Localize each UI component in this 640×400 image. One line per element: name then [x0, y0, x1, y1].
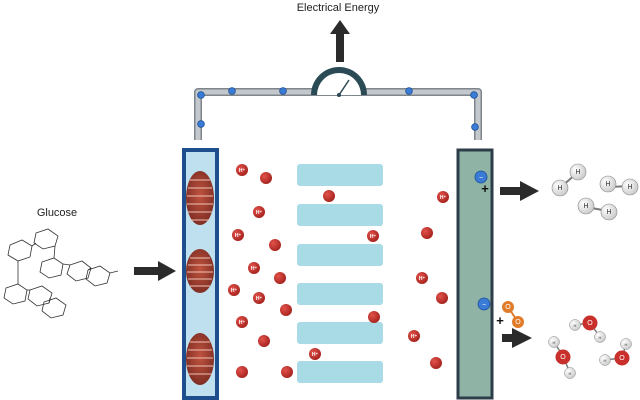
- svg-text:H: H: [569, 371, 572, 376]
- glucose-molecule: [3, 228, 119, 319]
- membrane: [297, 164, 383, 383]
- proton: H⁺: [236, 164, 248, 176]
- svg-text:O: O: [587, 320, 593, 327]
- glucose-input-arrow: [134, 261, 176, 281]
- proton: H⁺: [437, 191, 449, 203]
- svg-text:H: H: [605, 181, 610, 188]
- svg-text:H: H: [599, 335, 602, 340]
- proton: H⁺: [416, 272, 428, 284]
- svg-text:H: H: [604, 358, 607, 363]
- proton: [236, 366, 248, 378]
- svg-text:−: −: [482, 302, 486, 309]
- svg-text:H⁺: H⁺: [235, 233, 242, 239]
- svg-text:H⁺: H⁺: [256, 210, 263, 216]
- svg-text:H⁺: H⁺: [440, 195, 447, 201]
- svg-text:H⁺: H⁺: [239, 320, 246, 326]
- proton: [430, 357, 442, 369]
- proton: H⁺: [248, 262, 260, 274]
- wire-electrons: [197, 87, 479, 131]
- proton: [280, 304, 292, 316]
- svg-text:H⁺: H⁺: [312, 352, 319, 358]
- mitochondrion: [186, 333, 214, 385]
- proton: H⁺: [367, 230, 379, 242]
- svg-text:H: H: [625, 342, 628, 347]
- water-output-arrow: [502, 328, 532, 348]
- proton: [281, 366, 293, 378]
- svg-text:H: H: [553, 340, 556, 345]
- mitochondrion: [186, 249, 214, 293]
- membrane-slab: [297, 322, 383, 344]
- proton: [260, 172, 272, 184]
- electron: [197, 120, 205, 128]
- electron: [470, 91, 478, 99]
- svg-text:O: O: [619, 355, 625, 362]
- proton: [258, 335, 270, 347]
- cathode-electron-bottom: −: [477, 297, 491, 311]
- svg-text:H⁺: H⁺: [256, 296, 263, 302]
- cathode-electron-top: −: [474, 170, 488, 184]
- svg-text:H⁺: H⁺: [419, 276, 426, 282]
- svg-text:H⁺: H⁺: [411, 334, 418, 340]
- svg-text:−: −: [479, 175, 483, 182]
- cathode-electrode: [456, 148, 494, 400]
- proton: [269, 239, 281, 251]
- hydrogen-molecules: H H H H H H: [551, 163, 639, 221]
- proton: H⁺: [253, 206, 265, 218]
- svg-text:H: H: [627, 184, 632, 191]
- proton: H⁺: [408, 330, 420, 342]
- plus-sign: +: [481, 181, 489, 196]
- membrane-slab: [297, 361, 383, 383]
- proton: [274, 272, 286, 284]
- svg-text:H⁺: H⁺: [370, 234, 377, 240]
- proton: [323, 190, 335, 202]
- membrane-slab: [297, 283, 383, 305]
- voltmeter-gauge: [311, 67, 367, 97]
- plus-sign: +: [496, 313, 504, 328]
- mitochondrion: [186, 171, 214, 225]
- svg-text:H: H: [606, 209, 611, 216]
- hydrogen-output-arrow: [500, 181, 539, 201]
- electron: [279, 87, 287, 95]
- proton: H⁺: [232, 229, 244, 241]
- svg-text:O: O: [505, 304, 511, 311]
- svg-text:H⁺: H⁺: [231, 288, 238, 294]
- electron: [228, 87, 236, 95]
- membrane-slab: [297, 164, 383, 186]
- glucose-label: Glucose: [37, 207, 77, 219]
- electrical-energy-arrow: [330, 20, 350, 62]
- svg-text:H: H: [557, 185, 562, 192]
- proton: H⁺: [309, 348, 321, 360]
- svg-text:O: O: [560, 354, 566, 361]
- proton: [436, 292, 448, 304]
- proton: [368, 311, 380, 323]
- svg-text:H: H: [583, 203, 588, 210]
- membrane-slab: [297, 244, 383, 266]
- electron: [197, 91, 205, 99]
- membrane-slab: [297, 204, 383, 226]
- proton: H⁺: [228, 284, 240, 296]
- oxygen-molecule: O O: [502, 301, 524, 328]
- water-molecules: H O H H O H H O H: [548, 315, 632, 379]
- svg-text:H: H: [575, 169, 580, 176]
- proton: H⁺: [253, 292, 265, 304]
- proton: H⁺: [236, 316, 248, 328]
- electron: [471, 123, 479, 131]
- svg-text:H⁺: H⁺: [239, 168, 246, 174]
- external-circuit-wire: [194, 88, 482, 140]
- electron: [405, 87, 413, 95]
- proton: [421, 227, 433, 239]
- svg-text:H⁺: H⁺: [251, 266, 258, 272]
- svg-text:H: H: [574, 323, 577, 328]
- protons: H⁺ H⁺ H⁺ H⁺ H⁺ H⁺ H⁺ H⁺ H⁺ H⁺ H⁺ H⁺: [228, 164, 449, 378]
- electrical-energy-label: Electrical Energy: [297, 2, 380, 14]
- svg-text:O: O: [515, 319, 521, 326]
